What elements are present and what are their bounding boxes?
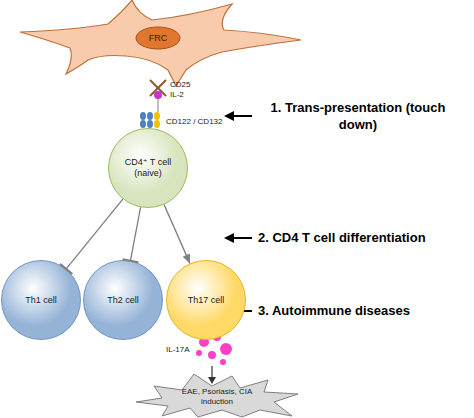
burst-text-group: EAE, Psoriasis, CIA induction bbox=[132, 372, 302, 418]
arrow-head bbox=[183, 254, 190, 264]
disease-burst: EAE, Psoriasis, CIA induction bbox=[132, 372, 302, 418]
cell-text-group: Th17 cell bbox=[177, 295, 235, 306]
disease-label: EAE, Psoriasis, CIA induction bbox=[176, 387, 258, 407]
il17a-dot bbox=[196, 350, 202, 356]
th2-cell: Th2 cell bbox=[83, 260, 163, 340]
burst-shape bbox=[136, 374, 298, 417]
cd122-bead bbox=[140, 120, 146, 128]
il17a-dot bbox=[208, 351, 216, 359]
differentiation-connector bbox=[123, 207, 141, 262]
arrow-head bbox=[208, 377, 216, 384]
cd122-bead bbox=[147, 120, 153, 128]
differentiation-connector bbox=[60, 199, 123, 274]
frc-nucleus bbox=[136, 27, 180, 49]
frc-cell: FRC bbox=[18, 0, 303, 90]
receptor-label: CD25 bbox=[170, 80, 190, 90]
step-label: 1. Trans-presentation (touch down) bbox=[258, 99, 458, 133]
cell-label: CD4⁺ T cell (naive) bbox=[119, 157, 177, 179]
pointer-head bbox=[224, 233, 234, 243]
cell-text-group: Th2 cell bbox=[94, 295, 152, 306]
pointer-arrow bbox=[232, 115, 252, 117]
nucleus-label: FRC bbox=[136, 32, 180, 44]
step-label: 2. CD4 T cell differentiation bbox=[258, 229, 426, 246]
connector-line bbox=[66, 199, 123, 269]
inhibition-bar bbox=[123, 259, 139, 262]
cell-text-group: CD4⁺ T cell (naive) bbox=[119, 157, 177, 179]
cell-text-group: Th1 cell bbox=[12, 295, 70, 306]
connector-line bbox=[130, 207, 140, 260]
pointer-arrow bbox=[232, 237, 252, 239]
il17a-dot bbox=[220, 359, 226, 365]
frc-body bbox=[20, 0, 301, 86]
cd122-bead bbox=[147, 112, 153, 120]
il2-molecule bbox=[154, 91, 162, 99]
cell-label: Th1 cell bbox=[12, 295, 70, 306]
connector-line bbox=[164, 205, 190, 264]
arrow-shaft bbox=[211, 366, 212, 378]
inhibition-bar bbox=[60, 264, 72, 274]
cell-label: Th2 cell bbox=[94, 295, 152, 306]
naive-t-cell: CD4⁺ T cell (naive) bbox=[108, 128, 188, 208]
frc-outline bbox=[18, 0, 303, 90]
receptor-complex bbox=[140, 80, 166, 128]
pointer-head bbox=[224, 111, 234, 121]
step-label: 3. Autoimmune diseases bbox=[258, 302, 410, 319]
il17a-arrow bbox=[208, 366, 216, 384]
cytokine-label: IL-2 bbox=[170, 90, 184, 100]
th17-cell: Th17 cell bbox=[166, 260, 246, 340]
cd132-bead bbox=[154, 120, 160, 128]
cell-label: Th17 cell bbox=[177, 295, 235, 306]
cd132-bead bbox=[154, 112, 160, 120]
receptor-stem bbox=[158, 99, 159, 112]
cytokine-label: IL-17A bbox=[166, 345, 190, 355]
il17a-dot bbox=[220, 343, 232, 355]
cd122-bead bbox=[140, 112, 146, 120]
differentiation-connector bbox=[164, 205, 190, 264]
receptor-label: CD122 / CD132 bbox=[166, 117, 222, 127]
